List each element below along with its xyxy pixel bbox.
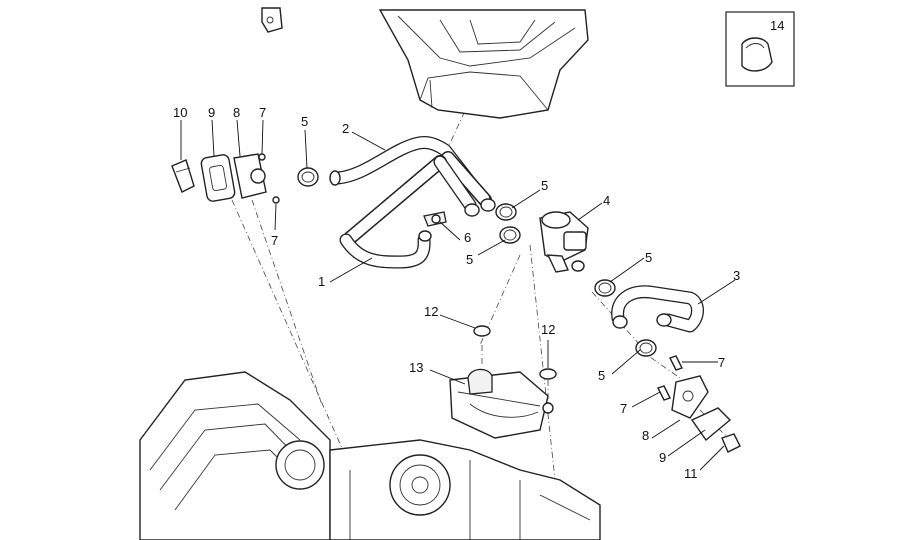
hose-1	[339, 155, 480, 269]
callout-10: 10	[173, 105, 187, 120]
callout-1: 1	[318, 274, 325, 289]
clamps	[297, 167, 657, 357]
callout-2: 2	[342, 121, 349, 136]
callout-3: 3	[733, 268, 740, 283]
callout-7-right-lower: 7	[620, 401, 627, 416]
inset-box-14	[725, 11, 795, 87]
part-4-valve	[539, 211, 589, 273]
callout-12-left: 12	[424, 304, 438, 319]
callout-12-right: 12	[541, 322, 555, 337]
part-13-throttle-body	[449, 368, 554, 439]
hose-2	[329, 136, 496, 212]
sensor-group-left	[171, 153, 280, 204]
air-box	[261, 7, 589, 119]
callout-7-right-upper: 7	[718, 355, 725, 370]
callout-13: 13	[409, 360, 423, 375]
callout-labels: 10 9 8 7 7 5 2 1 6 5 5 4 5 3 12 12 13 7 …	[173, 18, 784, 481]
callout-5-center-lower: 5	[466, 252, 473, 267]
fasteners	[473, 325, 683, 401]
callout-5-right-upper: 5	[645, 250, 652, 265]
callout-4: 4	[603, 193, 610, 208]
hose-3	[611, 285, 704, 333]
callout-8-left: 8	[233, 105, 240, 120]
leader-lines	[180, 119, 736, 471]
callout-7-bottom-left: 7	[271, 233, 278, 248]
callout-14: 14	[770, 18, 784, 33]
callout-9-right: 9	[659, 450, 666, 465]
callout-5-left: 5	[301, 114, 308, 129]
callout-8-right: 8	[642, 428, 649, 443]
sensor-group-right	[671, 375, 741, 453]
callout-7-top-left: 7	[259, 105, 266, 120]
assembly-lines	[231, 99, 731, 481]
engine-block	[139, 371, 601, 540]
callout-6: 6	[464, 230, 471, 245]
callout-11: 11	[684, 466, 698, 481]
callout-5-right-lower: 5	[598, 368, 605, 383]
callout-9-left: 9	[208, 105, 215, 120]
callout-5-center-upper: 5	[541, 178, 548, 193]
